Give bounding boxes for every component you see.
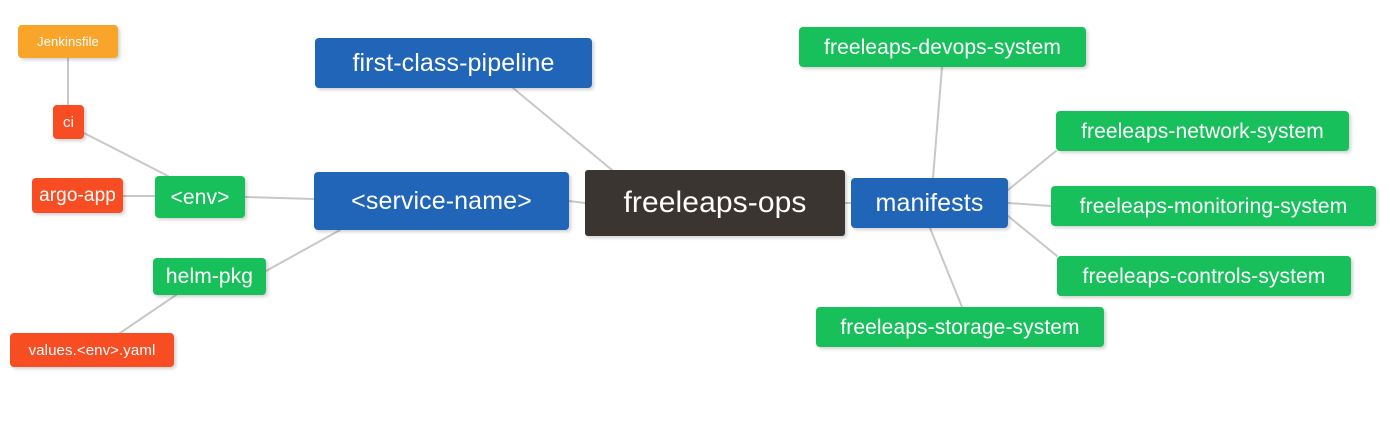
node-label: Jenkinsfile: [37, 34, 99, 49]
mindmap-node-service[interactable]: <service-name>: [314, 172, 569, 230]
mindmap-node-devops[interactable]: freeleaps-devops-system: [799, 27, 1086, 67]
mindmap-node-ci[interactable]: ci: [53, 105, 84, 139]
node-label: freeleaps-controls-system: [1082, 264, 1326, 288]
node-label: helm-pkg: [165, 265, 254, 288]
node-label: argo-app: [39, 185, 116, 206]
mindmap-node-network[interactable]: freeleaps-network-system: [1056, 111, 1349, 151]
mindmap-node-valuesyaml[interactable]: values.<env>.yaml: [10, 333, 174, 367]
mindmap-node-pipeline[interactable]: first-class-pipeline: [315, 38, 592, 88]
node-label: <service-name>: [351, 186, 532, 215]
node-label: first-class-pipeline: [352, 48, 555, 77]
node-label: <env>: [170, 185, 230, 209]
node-label: freeleaps-network-system: [1081, 119, 1324, 143]
node-label: values.<env>.yaml: [28, 341, 156, 359]
mindmap-node-root[interactable]: freeleaps-ops: [585, 170, 845, 236]
node-label: freeleaps-ops: [623, 186, 807, 219]
mindmap-node-manifests[interactable]: manifests: [851, 178, 1008, 228]
mindmap-node-jenkins[interactable]: Jenkinsfile: [18, 25, 118, 58]
mindmap-node-helmpkg[interactable]: helm-pkg: [153, 258, 266, 295]
edge-service-to-helmpkg: [265, 229, 341, 272]
edge-manifests-to-network: [1007, 150, 1057, 191]
mindmap-node-env[interactable]: <env>: [155, 176, 245, 218]
edge-manifests-to-storage: [929, 227, 963, 308]
edge-helmpkg-to-valuesyaml: [119, 294, 177, 334]
edge-manifests-to-controls: [1007, 215, 1058, 257]
edge-env-to-ci: [83, 132, 169, 177]
node-label: freeleaps-storage-system: [840, 315, 1080, 339]
mindmap-node-monitoring[interactable]: freeleaps-monitoring-system: [1051, 186, 1376, 226]
edge-root-to-pipeline: [512, 87, 613, 171]
node-label: freeleaps-monitoring-system: [1079, 194, 1348, 218]
mindmap-node-argoapp[interactable]: argo-app: [32, 178, 123, 213]
edge-root-to-service: [568, 200, 586, 204]
node-label: manifests: [875, 188, 984, 217]
mindmap-node-storage[interactable]: freeleaps-storage-system: [816, 307, 1104, 347]
node-label: freeleaps-devops-system: [824, 35, 1061, 59]
edge-manifests-to-devops: [932, 66, 943, 179]
node-label: ci: [62, 113, 75, 131]
mindmap-node-controls[interactable]: freeleaps-controls-system: [1057, 256, 1351, 296]
edge-service-to-env: [244, 196, 315, 200]
edge-manifests-to-monitoring: [1007, 202, 1052, 207]
